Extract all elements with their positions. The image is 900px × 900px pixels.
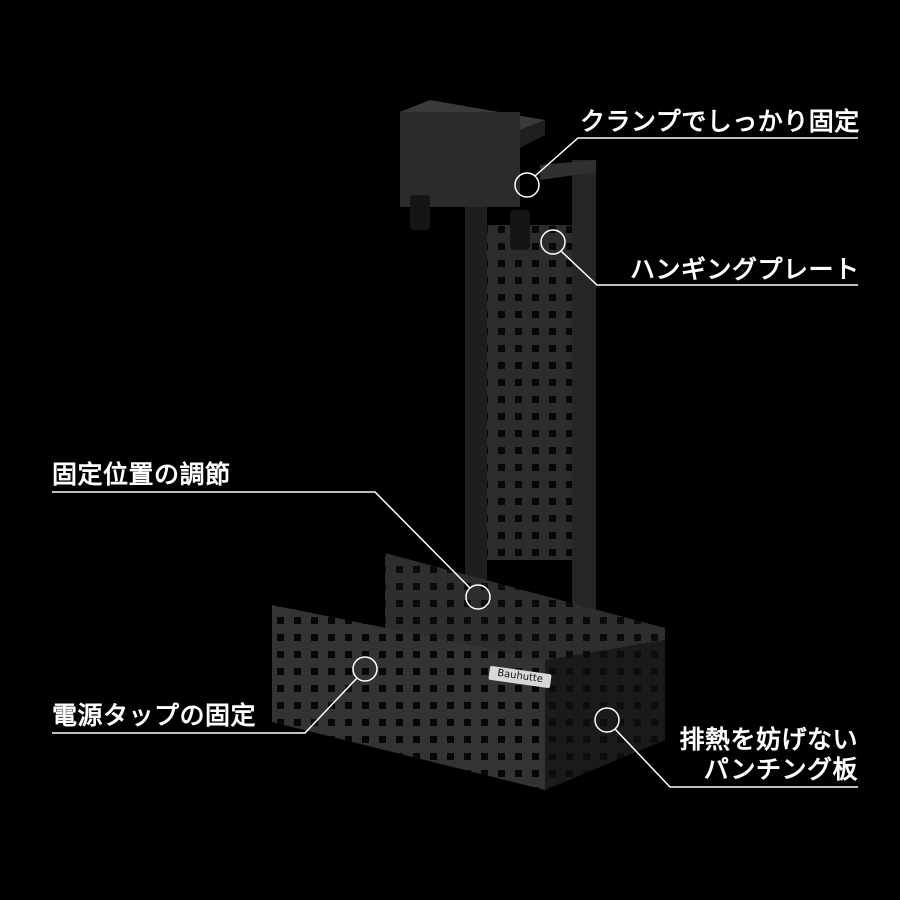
clamp	[400, 100, 545, 250]
callout-clamp: クランプでしっかり固定	[580, 107, 860, 136]
hanging-plate	[487, 225, 572, 560]
knob-icon	[410, 195, 430, 230]
knob-icon	[510, 210, 530, 250]
callout-punching-line1: 排熱を妨げない	[679, 725, 858, 754]
callout-punching-line2: パンチング板	[703, 755, 858, 784]
callout-lines	[52, 137, 858, 788]
callout-hanging-plate: ハンギングプレート	[630, 255, 860, 284]
callout-position-adjust: 固定位置の調節	[52, 460, 231, 489]
vertical-frame	[465, 160, 596, 610]
tray	[272, 553, 665, 790]
callout-power-tap: 電源タップの固定	[52, 701, 257, 730]
